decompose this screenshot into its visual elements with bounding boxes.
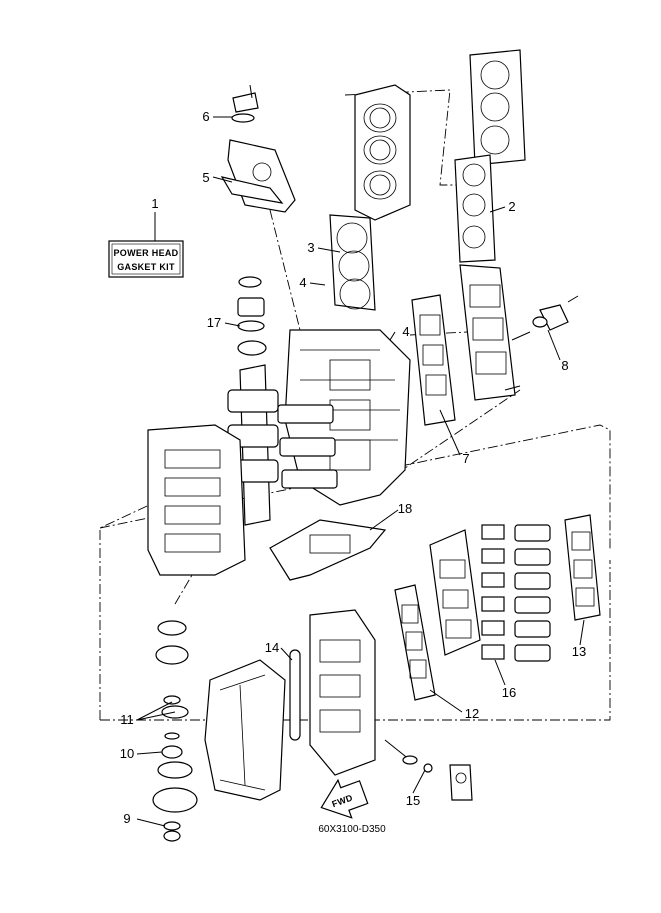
intake-manifold bbox=[309, 609, 376, 776]
head-cover bbox=[469, 49, 526, 166]
callout-numbers: 1 2 3 4 4 5 6 7 8 9 10 11 12 13 14 15 16… bbox=[120, 109, 586, 826]
thermostat-cover bbox=[220, 84, 296, 213]
callout-18: 18 bbox=[398, 501, 412, 516]
callout-13: 13 bbox=[572, 644, 586, 659]
reed-valve-plate bbox=[429, 529, 481, 656]
kit-label-line2: GASKET KIT bbox=[117, 262, 175, 272]
callout-6: 6 bbox=[202, 109, 209, 124]
lower-seal-stack bbox=[155, 620, 189, 665]
exhaust-cover bbox=[459, 264, 516, 401]
callout-15: 15 bbox=[406, 793, 420, 808]
callout-7: 7 bbox=[462, 451, 469, 466]
callout-10: 10 bbox=[120, 746, 134, 761]
callout-5: 5 bbox=[202, 170, 209, 185]
part-12-gasket bbox=[394, 584, 436, 701]
gasket-kit-box: POWER HEAD GASKET KIT bbox=[108, 240, 184, 278]
callout-3: 3 bbox=[307, 240, 314, 255]
part-8-cover bbox=[504, 295, 579, 391]
crankcase-half bbox=[147, 424, 246, 576]
cylinder-head bbox=[354, 84, 411, 221]
lower-bearing-stack bbox=[152, 695, 198, 842]
callout-11: 11 bbox=[120, 712, 134, 727]
callout-4-lower: 4 bbox=[402, 324, 409, 339]
part-13-gasket bbox=[564, 514, 601, 621]
callout-12: 12 bbox=[465, 706, 479, 721]
part-17-seal-stack bbox=[237, 276, 267, 356]
callout-1: 1 bbox=[151, 196, 158, 211]
callout-14: 14 bbox=[265, 640, 279, 655]
callout-16: 16 bbox=[502, 685, 516, 700]
part-3-head-gasket bbox=[329, 214, 376, 311]
part-15-valve bbox=[384, 739, 473, 801]
callout-8: 8 bbox=[561, 358, 568, 373]
drawing-code: 60X3100-D350 bbox=[318, 824, 386, 835]
callout-9: 9 bbox=[123, 811, 130, 826]
leader-lines bbox=[136, 116, 585, 827]
callout-4-upper: 4 bbox=[299, 275, 306, 290]
intake-silencer bbox=[204, 659, 286, 801]
callout-2: 2 bbox=[508, 199, 515, 214]
kit-label-line1: POWER HEAD bbox=[113, 248, 178, 258]
part-14-seal bbox=[289, 649, 301, 741]
part-16-reeds bbox=[481, 524, 551, 662]
part-18-gasket bbox=[269, 519, 387, 581]
callout-17: 17 bbox=[207, 315, 221, 330]
part-7-gasket bbox=[411, 294, 456, 426]
part-2-gaskets bbox=[454, 154, 496, 263]
fwd-arrow: FWD bbox=[320, 778, 369, 819]
